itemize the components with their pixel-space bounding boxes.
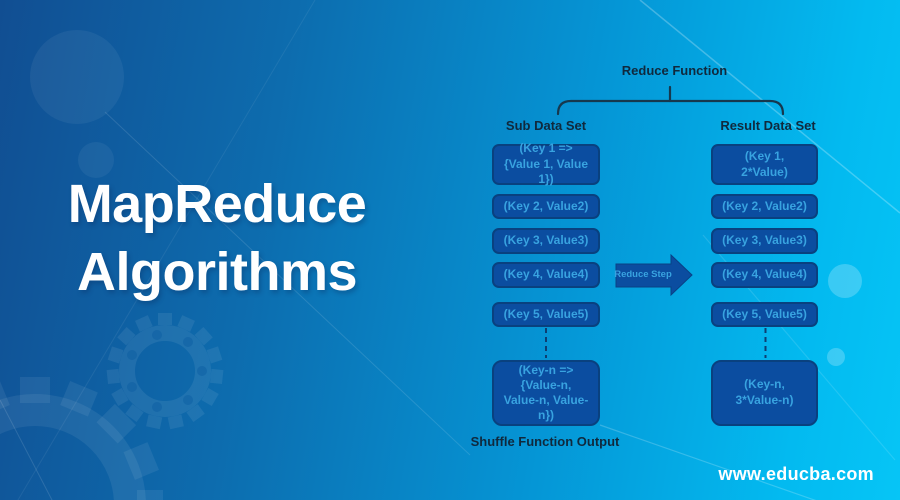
gear-small-icon: [106, 313, 224, 430]
result-data-set-label: Result Data Set: [720, 118, 816, 133]
shuffle-function-output-label: Shuffle Function Output: [470, 434, 620, 449]
sub-data-box-3: (Key 3, Value3): [492, 228, 600, 254]
sub-data-box-1: (Key 1 => {Value 1, Value 1}): [492, 141, 600, 186]
decor-streak: [599, 424, 817, 500]
result-data-box-1: (Key 1, 2*Value): [711, 144, 818, 185]
decor-circle-right: [828, 264, 862, 298]
decor-circle-right-small: [827, 348, 845, 366]
result-data-box-3: (Key 3, Value3): [711, 228, 818, 254]
sub-data-box-n: (Key-n => {Value-n, Value-n, Value-n}): [492, 360, 600, 426]
sub-data-box-4: (Key 4, Value4): [492, 262, 600, 288]
title-line-1: MapReduce: [67, 174, 367, 234]
result-data-box-5: (Key 5, Value5): [711, 302, 818, 327]
sub-data-box-2: (Key 2, Value2): [492, 194, 600, 219]
sub-data-set-label: Sub Data Set: [505, 118, 587, 133]
result-data-box-4: (Key 4, Value4): [711, 262, 818, 288]
watermark: www.educba.com: [718, 464, 874, 484]
decor-circle-large: [30, 30, 124, 124]
reduce-step-label: Reduce Step: [614, 269, 672, 280]
brace: [556, 99, 785, 116]
reduce-function-label: Reduce Function: [621, 63, 728, 78]
result-data-box-n: (Key-n, 3*Value-n): [711, 360, 818, 426]
decor-streak: [0, 399, 53, 500]
result-data-box-2: (Key 2, Value2): [711, 194, 818, 219]
page-title: MapReduce Algorithms: [28, 170, 406, 306]
gear-large-icon: [0, 377, 163, 500]
title-line-2: Algorithms: [76, 242, 358, 302]
sub-data-box-5: (Key 5, Value5): [492, 302, 600, 327]
